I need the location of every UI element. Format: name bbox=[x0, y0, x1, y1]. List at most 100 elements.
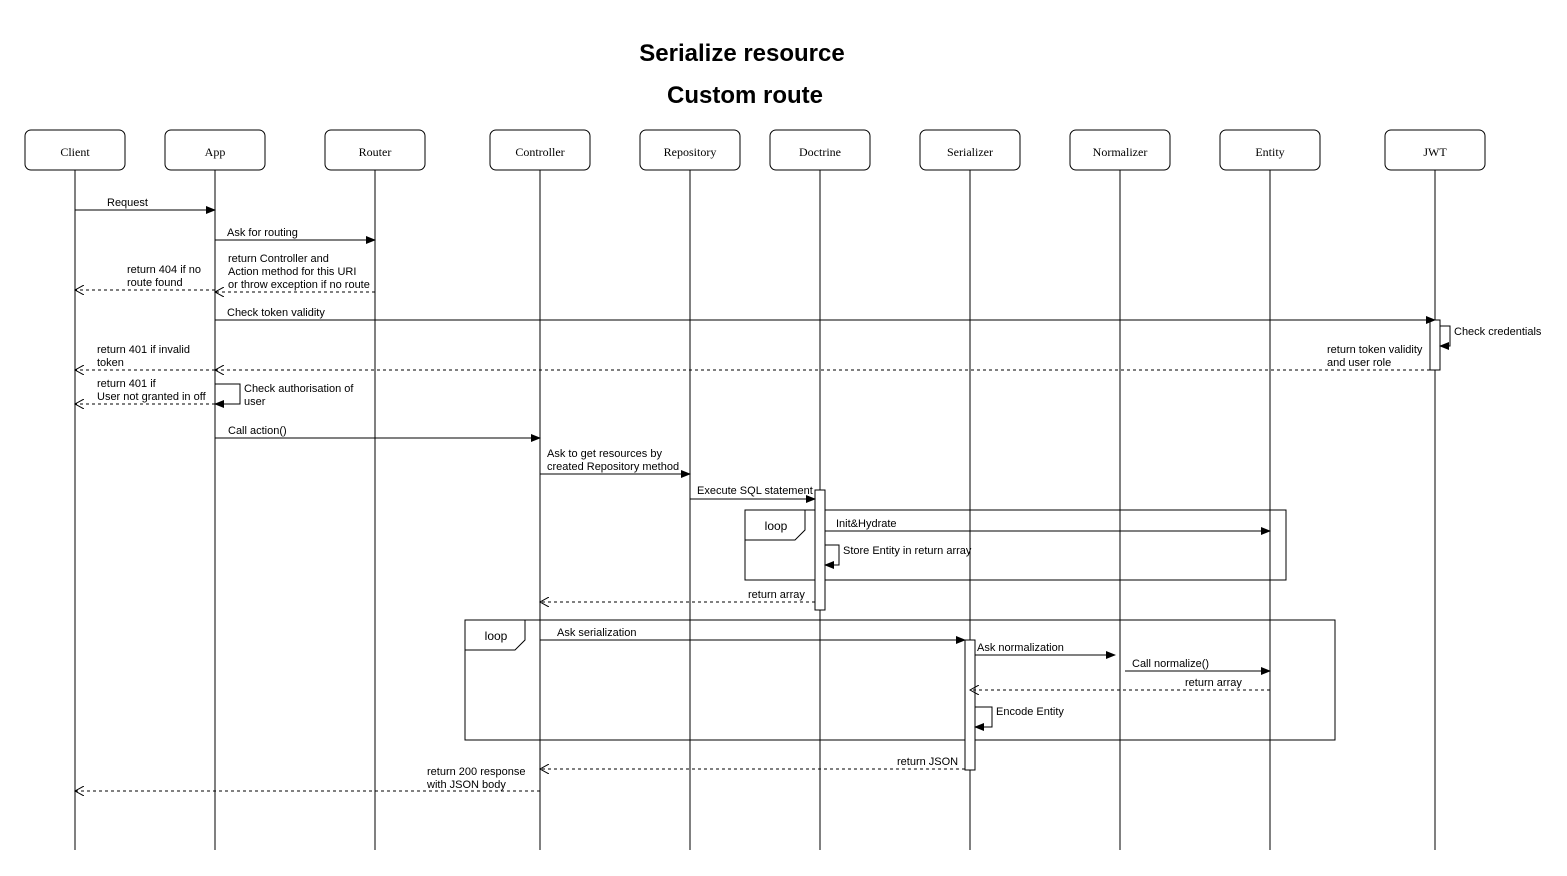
message-label: Ask to get resources by bbox=[547, 448, 662, 460]
participant-label: App bbox=[205, 145, 226, 159]
message-label: Call action() bbox=[228, 425, 287, 437]
participant-box bbox=[919, 129, 1021, 171]
message: return array bbox=[970, 677, 1270, 690]
message: Ask normalization bbox=[975, 642, 1116, 659]
message-label: return 404 if no bbox=[127, 264, 201, 276]
participant-label: Normalizer bbox=[1093, 145, 1148, 159]
message-label: return 401 if invalid bbox=[97, 344, 190, 356]
participant-entity: Entity bbox=[1219, 129, 1321, 171]
diagram-title: Serialize resource bbox=[639, 40, 844, 67]
participant-jwt: JWT bbox=[1384, 129, 1486, 171]
message: Ask serialization bbox=[540, 627, 966, 644]
message-label: Check authorisation of bbox=[244, 383, 354, 395]
participant-label: JWT bbox=[1423, 145, 1447, 159]
message-label: return token validity bbox=[1327, 344, 1423, 356]
self-message-arrow bbox=[824, 544, 840, 569]
message: return JSON bbox=[540, 756, 965, 769]
message-label: return 401 if bbox=[97, 378, 157, 390]
participant-normalizer: Normalizer bbox=[1069, 129, 1171, 171]
participant-label: Serializer bbox=[947, 145, 993, 159]
participant-label: Repository bbox=[664, 145, 717, 159]
participants: Client App Router Controller Repository Doctr… bbox=[24, 129, 1486, 171]
participant-box bbox=[1219, 129, 1321, 171]
loop-label: loop bbox=[485, 629, 508, 643]
message: Check token validity bbox=[215, 307, 1436, 324]
loop-frame bbox=[464, 619, 1336, 741]
self-message-arrow bbox=[1439, 325, 1451, 350]
message-label: created Repository method bbox=[547, 461, 679, 473]
message-label: route found bbox=[127, 277, 183, 289]
participant-client: Client bbox=[24, 129, 126, 171]
message-label: user bbox=[244, 396, 266, 408]
participant-box bbox=[769, 129, 871, 171]
message: Request bbox=[75, 197, 216, 214]
participant-label: Entity bbox=[1255, 145, 1284, 159]
message-label: Check credentials bbox=[1454, 326, 1542, 338]
participant-label: Router bbox=[359, 145, 392, 159]
message-label: Call normalize() bbox=[1132, 658, 1209, 670]
loop-fragment: loop bbox=[744, 509, 1287, 581]
message-label: or throw exception if no route bbox=[228, 279, 370, 291]
participant-repository: Repository bbox=[639, 129, 741, 171]
message-label: Encode Entity bbox=[996, 706, 1064, 718]
loop-tab bbox=[465, 620, 526, 651]
activation-bar-doctrine bbox=[814, 489, 826, 611]
message-label: User not granted in off bbox=[97, 391, 207, 403]
message-label: return Controller and bbox=[228, 253, 329, 265]
message-label: Check token validity bbox=[227, 307, 325, 319]
message-label: return array bbox=[1185, 677, 1242, 689]
participant-doctrine: Doctrine bbox=[769, 129, 871, 171]
message: Init&Hydrate bbox=[825, 518, 1271, 535]
message: Encode Entity bbox=[974, 706, 1064, 731]
participant-app: App bbox=[164, 129, 266, 171]
self-message-arrow bbox=[214, 383, 241, 408]
loop-fragments: loop loop bbox=[464, 509, 1336, 741]
self-message-arrow bbox=[974, 706, 993, 731]
participant-label: Doctrine bbox=[799, 145, 841, 159]
message-label: Ask serialization bbox=[557, 627, 636, 639]
participant-box bbox=[324, 129, 426, 171]
message-label: token bbox=[97, 357, 124, 369]
message-label: and user role bbox=[1327, 357, 1391, 369]
message-label: Request bbox=[107, 197, 148, 209]
activation-bar-serializer bbox=[964, 639, 976, 771]
loop-label: loop bbox=[765, 519, 788, 533]
message: Check credentials bbox=[1439, 325, 1542, 350]
loop-frame bbox=[744, 509, 1287, 581]
message: Execute SQL statement bbox=[690, 485, 816, 503]
message: Ask for routing bbox=[215, 227, 376, 244]
participant-label: Controller bbox=[515, 145, 564, 159]
participant-controller: Controller bbox=[489, 129, 591, 171]
participant-box bbox=[164, 129, 266, 171]
participant-serializer: Serializer bbox=[919, 129, 1021, 171]
participant-router: Router bbox=[324, 129, 426, 171]
message-label: return array bbox=[748, 589, 805, 601]
participant-box bbox=[24, 129, 126, 171]
message-label: return JSON bbox=[897, 756, 958, 768]
message-label: Execute SQL statement bbox=[697, 485, 813, 497]
loop-tab bbox=[745, 510, 806, 541]
message-label: with JSON body bbox=[426, 779, 506, 791]
diagram-subtitle: Custom route bbox=[667, 82, 823, 109]
message-label: return 200 response bbox=[427, 766, 525, 778]
participant-box bbox=[1069, 129, 1171, 171]
message-label: Action method for this URI bbox=[228, 266, 356, 278]
message: Call action() bbox=[215, 425, 541, 442]
participant-box bbox=[489, 129, 591, 171]
message-label: Ask normalization bbox=[977, 642, 1064, 654]
message: Call normalize() bbox=[1125, 658, 1271, 675]
message-label: Init&Hydrate bbox=[836, 518, 897, 530]
message-label: Store Entity in return array bbox=[843, 545, 972, 557]
activation-bar-jwt bbox=[1429, 319, 1441, 371]
participant-label: Client bbox=[60, 145, 90, 159]
